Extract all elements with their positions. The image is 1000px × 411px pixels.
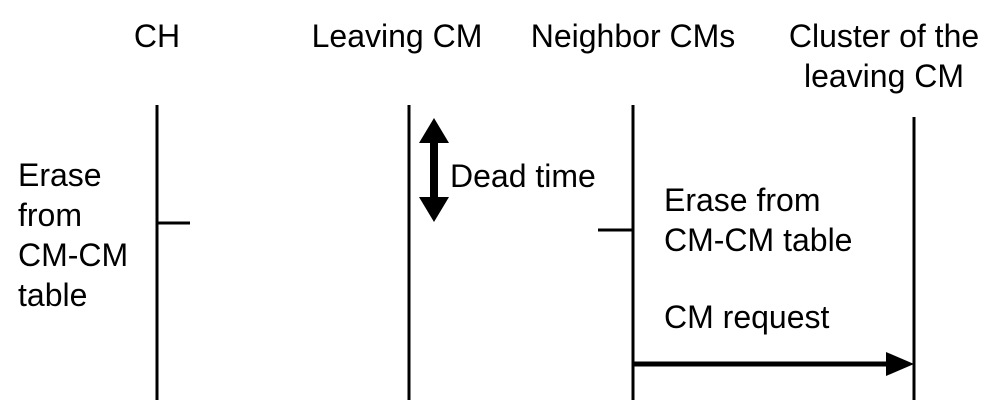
participant-cluster-line-1: Cluster of the <box>788 18 980 54</box>
ch-erase-line-2: from <box>18 197 82 233</box>
participant-cluster-leaving-cm: Cluster of the leaving CM <box>770 16 998 96</box>
dead-time-double-arrow <box>419 118 449 222</box>
neighbor-erase-line-2: CM-CM table <box>664 222 853 258</box>
participant-neighbor-cms: Neighbor CMs <box>530 18 736 54</box>
participant-ch: CH <box>133 18 181 54</box>
dead-time-label: Dead time <box>450 158 596 194</box>
neighbor-erase-line-1: Erase from <box>664 182 821 218</box>
ch-erase-line-1: Erase <box>18 157 102 193</box>
cm-request-label: CM request <box>664 299 830 335</box>
ch-erase-line-4: table <box>18 277 88 313</box>
neighbor-erase-label: Erase from CM-CM table <box>664 180 852 260</box>
ch-erase-line-3: CM-CM <box>18 237 129 273</box>
ch-erase-label: Erase from CM-CM table <box>18 155 128 315</box>
cm-request-arrow <box>633 352 914 376</box>
participant-cluster-line-2: leaving CM <box>803 58 965 94</box>
participant-leaving-cm: Leaving CM <box>311 18 483 54</box>
